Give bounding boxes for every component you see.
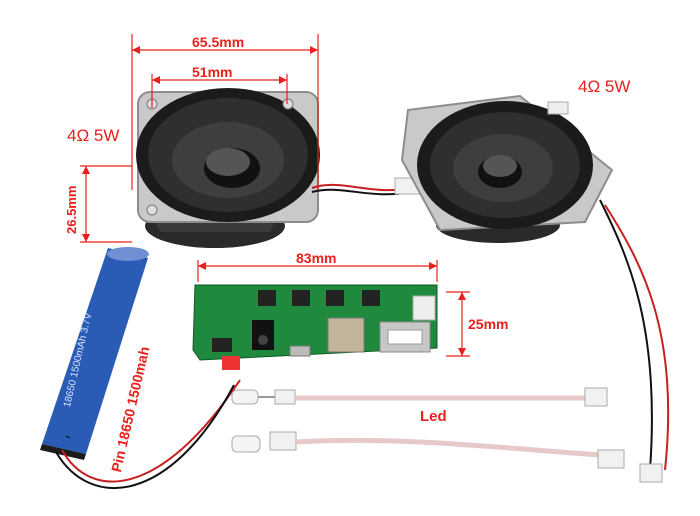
hole-spacing-label: 51mm — [192, 64, 233, 80]
amplifier-board — [192, 284, 438, 370]
speaker-width-label: 65.5mm — [192, 34, 245, 50]
battery-wire-red — [61, 379, 241, 483]
left-power-label: 4Ω 5W — [67, 126, 120, 145]
right-wires — [599, 199, 653, 471]
dimension-arrows — [82, 46, 466, 356]
board-height-label: 25mm — [468, 316, 509, 332]
dimension-lines — [80, 34, 470, 357]
right-power-label: 4Ω 5W — [578, 77, 631, 96]
led-cable-2 — [231, 431, 625, 469]
battery-18650 — [40, 247, 149, 460]
speaker-depth-label: 26.5mm — [64, 185, 79, 234]
led-label: Led — [420, 408, 447, 425]
led-cable-1 — [231, 387, 608, 407]
left-speaker — [136, 88, 320, 248]
right-speaker — [400, 94, 614, 243]
board-length-label: 83mm — [296, 250, 337, 266]
